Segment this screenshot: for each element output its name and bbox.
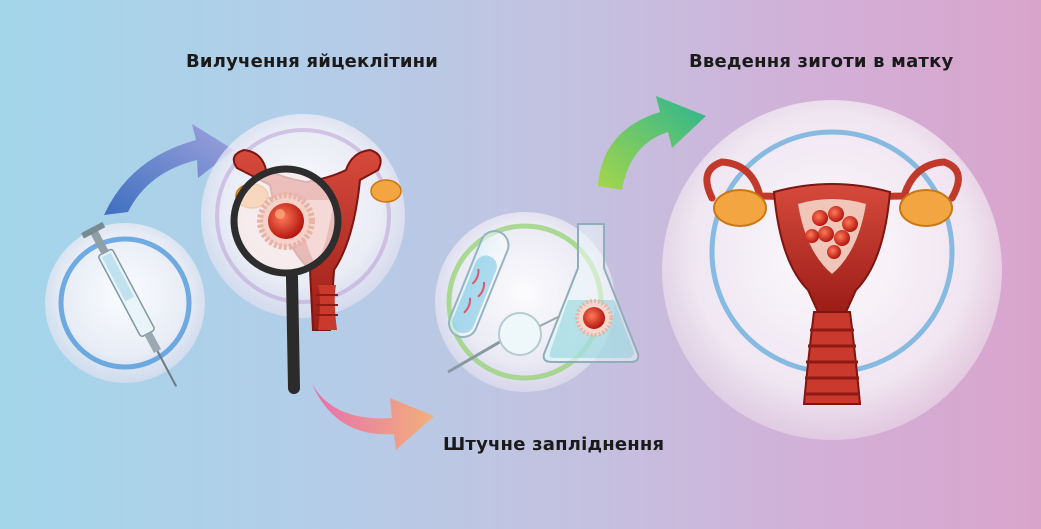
egg-retrieval-bubble [201, 114, 405, 388]
step-2-label: Штучне запліднення [443, 434, 664, 455]
arrow-step2-icon [312, 384, 434, 450]
step-1-label: Вилучення яйцеклітини [186, 51, 438, 72]
implantation-bubble [662, 100, 1002, 440]
step-3-label: Введення зиготи в матку [689, 51, 953, 72]
arrow-step3-icon [598, 96, 706, 190]
syringe-bubble [45, 222, 205, 392]
fertilization-bubble [435, 212, 638, 392]
